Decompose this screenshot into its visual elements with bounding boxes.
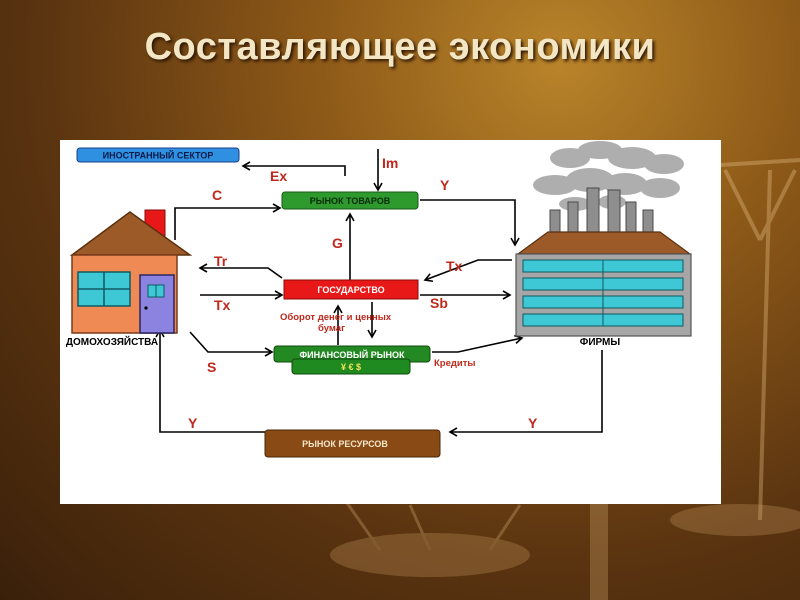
- house-door: [139, 274, 175, 334]
- svg-text:ДОМОХОЗЯЙСТВА: ДОМОХОЗЯЙСТВА: [66, 335, 158, 348]
- label-imports: Im: [382, 155, 398, 171]
- factory-roof: [516, 231, 692, 255]
- arrow-exports: [241, 161, 346, 176]
- node-financial-market: ФИНАНСОВЫЙ РЫНОК ¥ € $: [273, 345, 431, 375]
- arrow-income-households: [155, 328, 265, 433]
- label-consumption: C: [212, 187, 222, 203]
- label-gov-spending: G: [332, 235, 343, 251]
- svg-text:¥ € $: ¥ € $: [341, 362, 361, 372]
- label-subsidies: Sb: [430, 295, 448, 311]
- label-savings: S: [207, 359, 216, 375]
- node-resource-market: РЫНОК РЕСУРСОВ: [264, 429, 441, 458]
- label-credits: Кредиты: [434, 358, 476, 369]
- arrow-income-firms: [448, 350, 603, 437]
- label-taxes-firms: Tx: [446, 258, 463, 274]
- arrow-output-to-firms: [420, 199, 520, 247]
- label-output-to-firms: Y: [440, 177, 450, 193]
- node-firms: ФИРМЫ: [515, 141, 692, 348]
- circular-flow-diagram: ИНОСТРАННЫЙ СЕКТОР РЫНОК ТОВАРОВ ГОСУДАР…: [60, 140, 721, 504]
- arrow-credits: [432, 334, 524, 353]
- svg-text:ФИНАНСОВЫЙ РЫНОК: ФИНАНСОВЫЙ РЫНОК: [299, 349, 405, 360]
- arrow-taxes-firms: [423, 259, 512, 283]
- node-foreign-sector: ИНОСТРАННЫЙ СЕКТОР: [76, 147, 240, 163]
- label-exports: Ex: [270, 168, 287, 184]
- label-taxes-households: Tx: [214, 297, 231, 313]
- label-income-households: Y: [188, 415, 198, 431]
- slide-title: Составляющее экономики: [144, 26, 656, 68]
- label-transfers: Tr: [214, 253, 228, 269]
- svg-text:РЫНОК РЕСУРСОВ: РЫНОК РЕСУРСОВ: [302, 439, 388, 449]
- svg-text:ГОСУДАРСТВО: ГОСУДАРСТВО: [317, 285, 384, 295]
- label-income-firms: Y: [528, 415, 538, 431]
- house-roof: [69, 211, 193, 256]
- node-government: ГОСУДАРСТВО: [283, 279, 419, 300]
- svg-text:ИНОСТРАННЫЙ СЕКТОР: ИНОСТРАННЫЙ СЕКТОР: [103, 150, 214, 161]
- arrow-transfers: [198, 263, 283, 279]
- svg-text:РЫНОК ТОВАРОВ: РЫНОК ТОВАРОВ: [310, 196, 391, 206]
- node-households: ДОМОХОЗЯЙСТВА: [66, 209, 193, 348]
- arrow-savings: [189, 331, 274, 357]
- arrow-consumption: [174, 203, 282, 240]
- svg-text:ФИРМЫ: ФИРМЫ: [580, 337, 621, 348]
- node-goods-market: РЫНОК ТОВАРОВ: [281, 191, 419, 210]
